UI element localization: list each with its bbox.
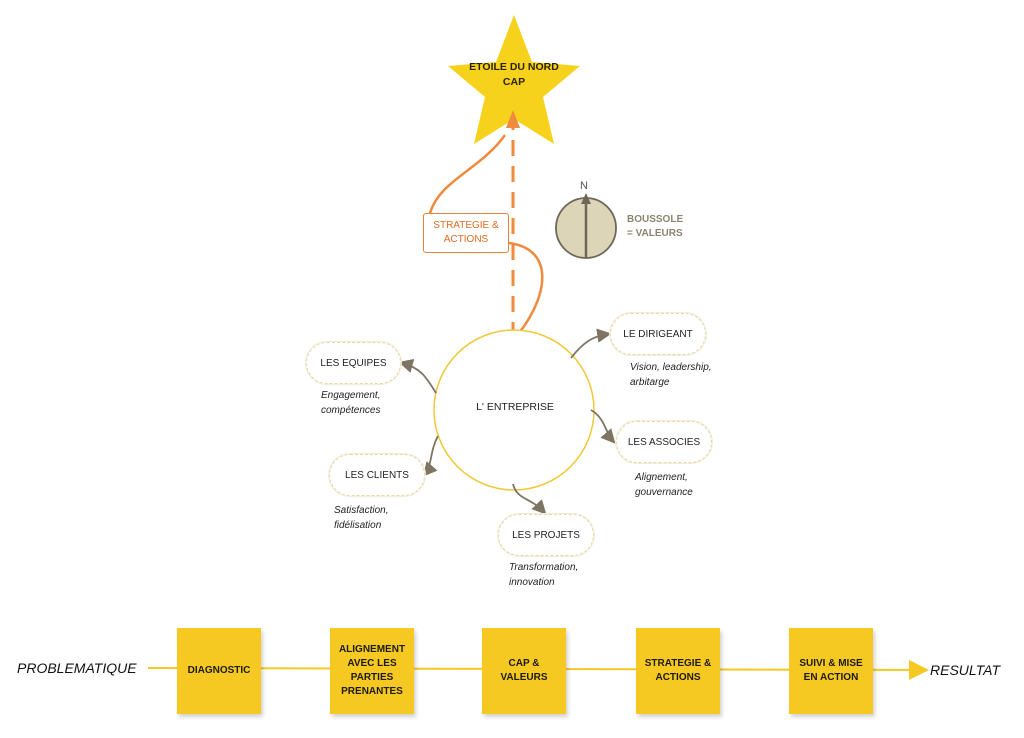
caption-line: compétences [321,405,381,416]
strategy-curve-lower [508,241,544,341]
strategy-box: STRATEGIE & ACTIONS [423,213,509,253]
sticky-strategie-actions: STRATEGIE & ACTIONS [636,628,720,714]
north-star-icon [448,15,580,144]
strategy-line1: STRATEGIE & [433,220,499,231]
sticky-diagnostic: DIAGNOSTIC [177,628,261,714]
caption-line: Transformation, [509,562,579,573]
stakeholder-caption: Alignement, gouvernance [635,470,693,500]
sticky-suivi-action: SUIVI & MISE EN ACTION [789,628,873,714]
sticky-line: ALIGNEMENT [338,644,406,655]
sticky-line: CAP & [508,658,540,669]
stakeholder-equipes: LES EQUIPES [306,342,401,384]
sticky-line: PARTIES [350,672,394,683]
entreprise-circle [433,329,595,491]
stakeholder-dirigeant: LE DIRIGEANT [610,313,706,355]
stakeholder-projets: LES PROJETS [498,514,594,556]
strategy-line2: ACTIONS [443,234,489,245]
sticky-line: DIAGNOSTIC [187,665,251,676]
sticky-line: STRATEGIE & [644,658,712,669]
compass-line2: = VALEURS [627,228,683,239]
stakeholder-caption: Transformation, innovation [509,560,578,590]
caption-line: Satisfaction, [334,505,389,516]
compass-line1: BOUSSOLE [627,214,684,225]
stakeholder-label: LES PROJETS [512,529,580,541]
timeline-end: RESULTAT [930,662,1001,678]
caption-line: Alignement, [635,472,688,483]
stakeholder-clients: LES CLIENTS [329,454,425,496]
north-star-line2: CAP [502,76,526,88]
sticky-line: PRENANTES [341,686,403,697]
stakeholder-caption: Vision, leadership, arbitarge [630,360,712,390]
caption-line: Vision, leadership, [630,362,712,373]
north-star-line1: ETOILE DU NORD [469,61,559,73]
sticky-alignement: ALIGNEMENT AVEC LES PARTIES PRENANTES [330,628,414,714]
sticky-line: SUIVI & MISE [799,658,863,669]
caption-line: innovation [509,577,555,588]
sticky-line: ACTIONS [655,672,701,683]
caption-line: arbitarge [630,377,670,388]
compass-label: BOUSSOLE = VALEURS [627,213,683,241]
stakeholder-associes: LES ASSOCIES [616,421,712,463]
timeline-start: PROBLEMATIQUE [17,660,137,676]
compass-north-label: N [580,180,588,192]
strategy-curve-upper [428,134,507,214]
north-star-label: ETOILE DU NORD CAP [460,60,568,90]
stakeholder-caption: Engagement, compétences [321,388,381,418]
caption-line: Engagement, [321,390,381,401]
stakeholder-label: LE DIRIGEANT [623,328,693,340]
stakeholder-label: LES CLIENTS [345,469,409,481]
caption-line: fidélisation [334,520,382,531]
stakeholder-label: LES ASSOCIES [627,436,701,448]
sticky-line: EN ACTION [803,672,859,683]
sticky-line: VALEURS [500,672,548,683]
caption-line: gouvernance [635,487,693,498]
sticky-cap-valeurs: CAP & VALEURS [482,628,566,714]
entreprise-label: L' ENTREPRISE [476,401,554,413]
sticky-line: AVEC LES [347,658,397,669]
stakeholder-caption: Satisfaction, fidélisation [334,503,388,533]
stakeholder-label: LES EQUIPES [320,357,387,369]
